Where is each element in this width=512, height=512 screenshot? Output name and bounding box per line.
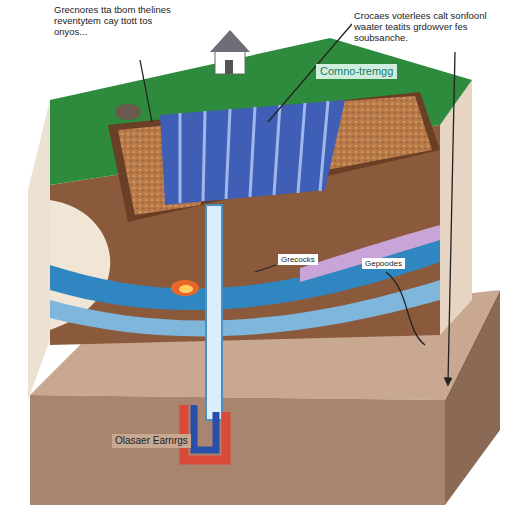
lavender-band xyxy=(300,225,440,282)
layer-label: Gepoodes xyxy=(362,258,405,269)
collector-pit xyxy=(108,92,440,222)
layer-label: Grecocks xyxy=(278,254,318,265)
note-text: Crocaes voterlees calt sonfoonl waater t… xyxy=(352,10,508,45)
bottom-label: Olasaer Earnrgs xyxy=(112,434,191,448)
leader-lines xyxy=(140,24,455,382)
ground-pipe xyxy=(184,205,226,460)
deep-water-band xyxy=(50,280,440,336)
house-icon xyxy=(210,30,250,74)
left-wall xyxy=(28,100,50,400)
region-label: Comno-tremgg xyxy=(316,64,397,79)
note-text: Grecnores tta tbom thelines reventytem c… xyxy=(52,4,186,39)
rock xyxy=(115,104,141,120)
heat-flame xyxy=(171,280,199,296)
